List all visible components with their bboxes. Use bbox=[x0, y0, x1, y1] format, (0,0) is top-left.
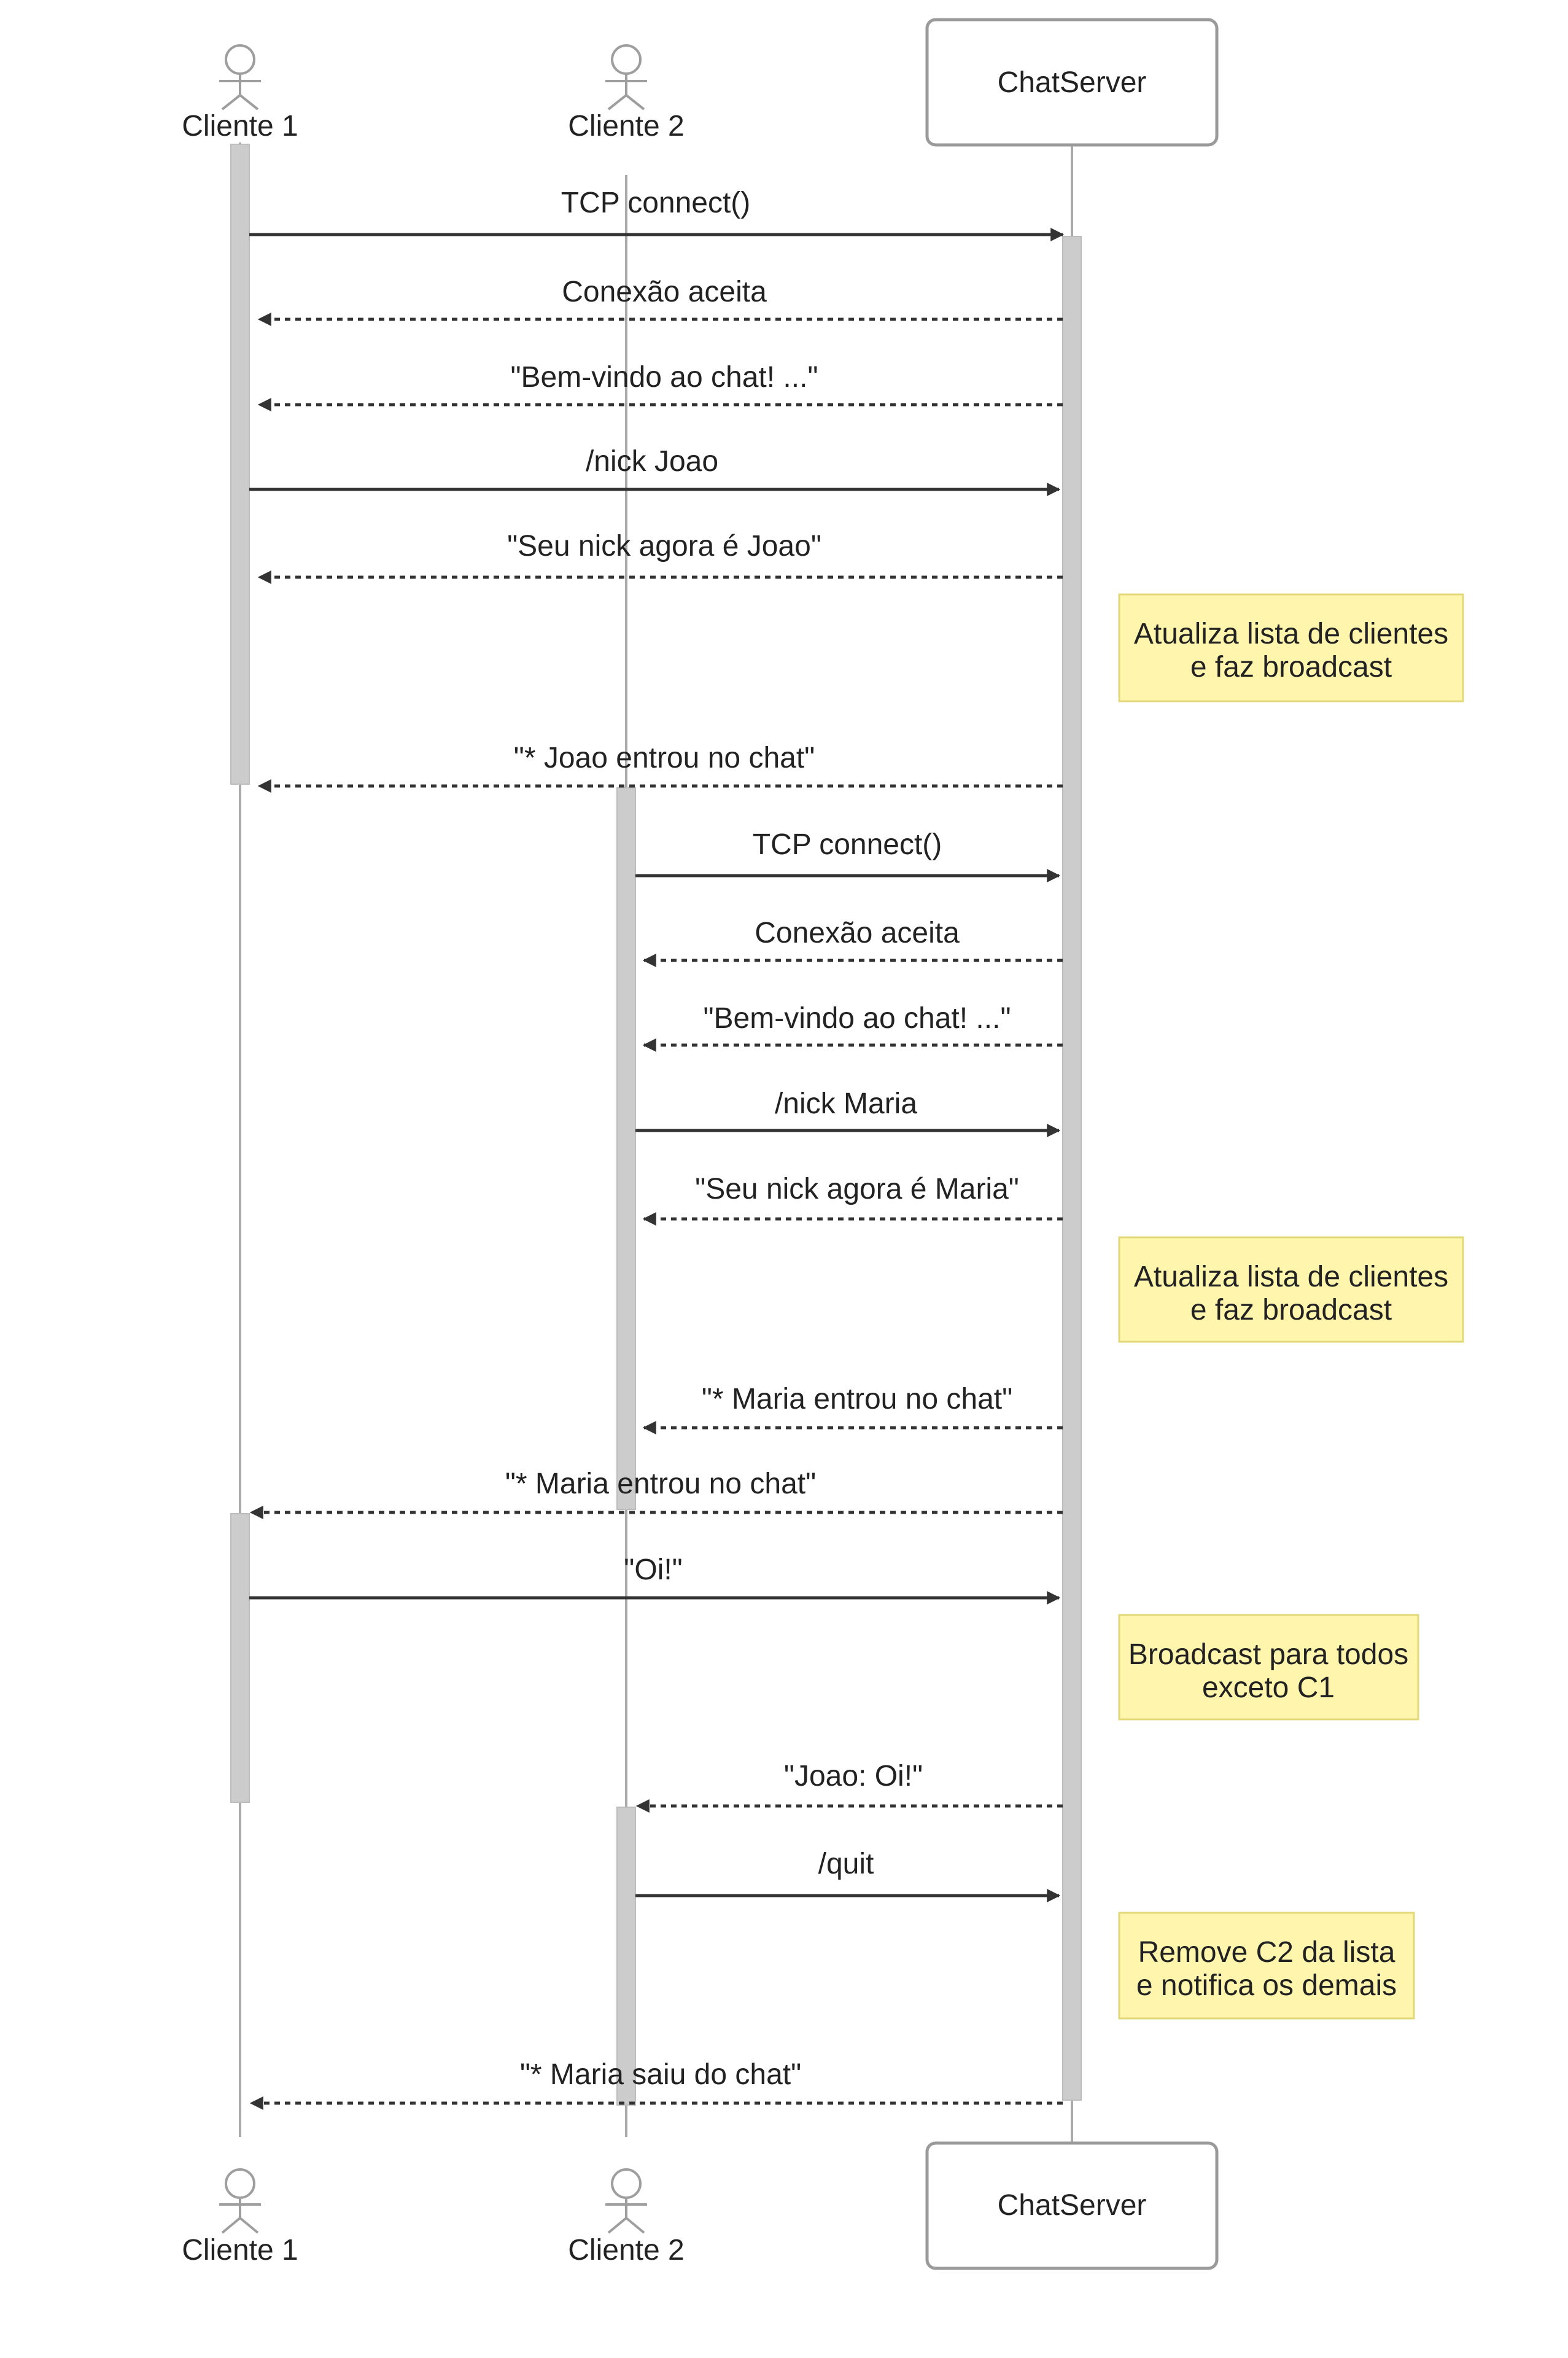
note-line: Atualiza lista de clientes bbox=[1134, 1261, 1448, 1293]
note: Broadcast para todos exceto C1 bbox=[1118, 1614, 1419, 1721]
note-line: e notifica os demais bbox=[1136, 1969, 1397, 2002]
message-label: "* Joao entrou no chat" bbox=[514, 742, 815, 774]
note-line: exceto C1 bbox=[1202, 1671, 1335, 1704]
message: "* Joao entrou no chat" bbox=[257, 742, 1063, 793]
activation-client2 bbox=[616, 1807, 636, 2106]
note: Atualiza lista de clientes e faz broadca… bbox=[1118, 593, 1464, 702]
participant-server-top: ChatServer bbox=[925, 18, 1219, 147]
message: Conexão aceita bbox=[642, 917, 1063, 968]
message: /nick Joao bbox=[249, 445, 1061, 497]
message: "Seu nick agora é Maria" bbox=[642, 1173, 1063, 1226]
stick-figure-icon bbox=[219, 2168, 261, 2234]
activation-server bbox=[1062, 236, 1082, 2101]
stick-figure-icon bbox=[605, 2168, 647, 2234]
message-label: /nick Maria bbox=[775, 1088, 917, 1120]
message: TCP connect() bbox=[249, 187, 1065, 242]
actor-client2-top: Cliente 2 bbox=[568, 44, 685, 142]
message: Conexão aceita bbox=[257, 276, 1063, 327]
message: "Bem-vindo ao chat! ..." bbox=[642, 1002, 1063, 1053]
message: "Bem-vindo ao chat! ..." bbox=[257, 361, 1063, 412]
stick-figure-icon bbox=[605, 44, 647, 111]
note-line: Broadcast para todos bbox=[1128, 1638, 1408, 1671]
note: Remove C2 da lista e notifica os demais bbox=[1118, 1912, 1415, 2020]
actor-client1-top: Cliente 1 bbox=[182, 44, 298, 142]
message: "Oi!" bbox=[249, 1554, 1061, 1605]
message-label: "* Maria saiu do chat" bbox=[520, 2058, 801, 2091]
message: "Joao: Oi!" bbox=[635, 1760, 1063, 1813]
message-label: "Bem-vindo ao chat! ..." bbox=[511, 361, 818, 394]
message-label: "* Maria entrou no chat" bbox=[702, 1383, 1012, 1415]
message-label: /nick Joao bbox=[586, 445, 718, 478]
message: "* Maria entrou no chat" bbox=[642, 1383, 1063, 1435]
message: /quit bbox=[635, 1848, 1061, 1903]
participant-label: ChatServer bbox=[998, 2189, 1147, 2222]
note-line: e faz broadcast bbox=[1190, 651, 1392, 683]
message-label: "Seu nick agora é Maria" bbox=[695, 1173, 1019, 1205]
actor-label: Cliente 1 bbox=[182, 2234, 298, 2267]
message: TCP connect() bbox=[635, 828, 1061, 883]
message-label: TCP connect() bbox=[561, 187, 751, 219]
note-line: e faz broadcast bbox=[1190, 1294, 1392, 1326]
activation-client1 bbox=[230, 144, 250, 785]
message-label: TCP connect() bbox=[753, 828, 942, 861]
participant-server-bottom: ChatServer bbox=[925, 2141, 1219, 2270]
message-label: "Joao: Oi!" bbox=[784, 1760, 923, 1792]
message-label: "Bem-vindo ao chat! ..." bbox=[704, 1002, 1011, 1035]
actor-label: Cliente 2 bbox=[568, 110, 684, 142]
message-label: "Seu nick agora é Joao" bbox=[507, 530, 821, 562]
actor-label: Cliente 1 bbox=[182, 110, 298, 142]
actor-client1-bottom: Cliente 1 bbox=[182, 2168, 298, 2267]
message-label: Conexão aceita bbox=[562, 276, 767, 308]
message-label: "Oi!" bbox=[624, 1554, 682, 1586]
note-line: Atualiza lista de clientes bbox=[1134, 618, 1448, 650]
note-line: Remove C2 da lista bbox=[1138, 1936, 1395, 1969]
message-label: /quit bbox=[818, 1848, 874, 1880]
message: /nick Maria bbox=[635, 1088, 1061, 1138]
message: "* Maria saiu do chat" bbox=[249, 2058, 1063, 2111]
message-label: "* Maria entrou no chat" bbox=[505, 1468, 816, 1500]
note: Atualiza lista de clientes e faz broadca… bbox=[1118, 1236, 1464, 1343]
message: "Seu nick agora é Joao" bbox=[257, 530, 1063, 585]
actor-label: Cliente 2 bbox=[568, 2234, 684, 2267]
stick-figure-icon bbox=[219, 44, 261, 111]
message: "* Maria entrou no chat" bbox=[249, 1468, 1063, 1520]
participant-label: ChatServer bbox=[998, 66, 1147, 99]
actor-client2-bottom: Cliente 2 bbox=[568, 2168, 685, 2267]
activation-client2 bbox=[616, 787, 636, 1510]
message-label: Conexão aceita bbox=[755, 917, 960, 949]
activation-client1 bbox=[230, 1513, 250, 1803]
